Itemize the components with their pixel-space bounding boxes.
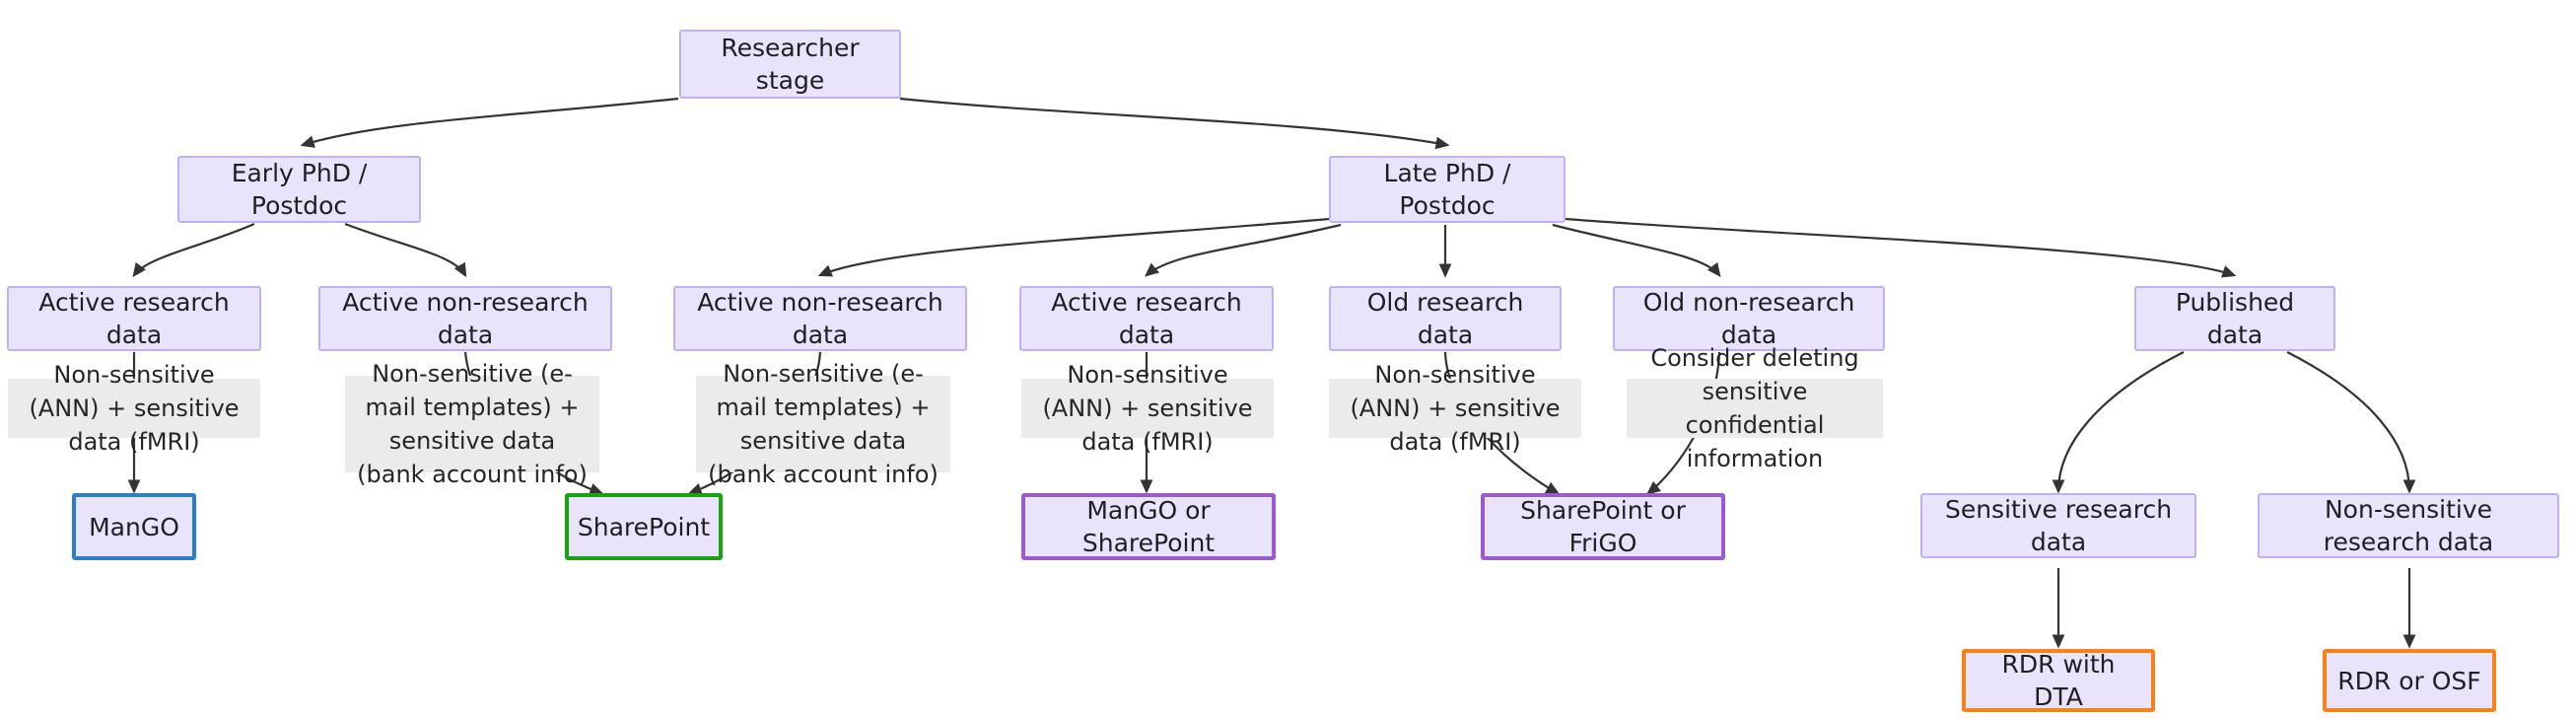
node-nonsensitive-research-data[interactable]: Non-sensitive research data [2258,493,2559,558]
node-published-data[interactable]: Published data [2134,286,2335,351]
node-old-nonresearch-data[interactable]: Old non-research data [1613,286,1885,351]
edge-label-email-bank-1: Non-sensitive (e-mail templates) + sensi… [345,360,599,488]
edge-root-to-early-phd [300,97,679,148]
edge-published-to-sensitive-research [2052,351,2185,494]
edge-label-text-ann-fmri-1: Non-sensitive (ANN) + sensitive data (fM… [29,360,240,457]
node-label-mango: ManGO [89,512,179,541]
node-label-rdr-or-osf: RDR or OSF [2337,666,2481,695]
node-researcher-stage[interactable]: Researcher stage [679,30,901,99]
node-label-early-phd-postdoc: Early PhD / Postdoc [231,159,368,220]
node-label-sharepoint: SharePoint [577,512,711,541]
edge-label-text-email-bank-1: Non-sensitive (e-mail templates) + sensi… [357,359,588,489]
edge-label-ann-fmri-1: Non-sensitive (ANN) + sensitive data (fM… [8,361,260,456]
edge-label-text-consider-delete: Consider deleting sensitive confidential… [1650,343,1859,473]
node-label-sensitive-research-data: Sensitive research data [1944,495,2173,556]
node-early-active-nonresearch-data[interactable]: Active non-research data [318,286,612,351]
edge-label-text-email-bank-2: Non-sensitive (e-mail templates) + sensi… [708,359,939,489]
node-late-active-research-data[interactable]: Active research data [1019,286,1274,351]
edge-late-phd-to-late-active-nonresearch [817,217,1330,277]
node-label-published-data: Published data [2175,288,2295,349]
node-label-early-active-nonresearch-data: Active non-research data [342,288,589,349]
edge-late-phd-to-late-active-research [1145,223,1342,277]
edge-label-consider-delete: Consider deleting sensitive confidential… [1627,344,1883,472]
node-label-late-active-nonresearch-data: Active non-research data [697,288,943,349]
node-mango[interactable]: ManGO [72,493,196,560]
node-sensitive-research-data[interactable]: Sensitive research data [1920,493,2196,558]
node-label-late-active-research-data: Active research data [1051,288,1242,349]
node-label-early-active-research-data: Active research data [38,288,230,349]
node-sharepoint[interactable]: SharePoint [565,493,723,560]
node-rdr-or-osf[interactable]: RDR or OSF [2323,649,2496,712]
node-late-phd-postdoc[interactable]: Late PhD / Postdoc [1329,156,1566,223]
node-rdr-with-dta[interactable]: RDR with DTA [1962,649,2155,712]
edge-early-phd-to-active-nonresearch [344,222,467,278]
node-sharepoint-or-frigo[interactable]: SharePoint or FriGO [1481,493,1725,560]
edge-label-ann-fmri-3: Non-sensitive (ANN) + sensitive data (fM… [1329,361,1581,456]
edge-label-email-bank-2: Non-sensitive (e-mail templates) + sensi… [696,360,950,488]
node-late-active-nonresearch-data[interactable]: Active non-research data [673,286,967,351]
edge-label-text-ann-fmri-3: Non-sensitive (ANN) + sensitive data (fM… [1350,360,1561,457]
node-early-phd-postdoc[interactable]: Early PhD / Postdoc [177,156,421,223]
edge-early-phd-to-active-research [132,222,255,278]
node-label-rdr-with-dta: RDR with DTA [2001,650,2116,711]
node-label-old-nonresearch-data: Old non-research data [1642,288,1855,349]
edge-label-text-ann-fmri-2: Non-sensitive (ANN) + sensitive data (fM… [1042,360,1253,457]
node-early-active-research-data[interactable]: Active research data [7,286,261,351]
node-label-sharepoint-or-frigo: SharePoint or FriGO [1520,496,1686,557]
node-label-late-phd-postdoc: Late PhD / Postdoc [1383,159,1511,220]
edge-label-ann-fmri-2: Non-sensitive (ANN) + sensitive data (fM… [1021,361,1274,456]
node-mango-or-sharepoint[interactable]: ManGO or SharePoint [1021,493,1276,560]
edge-late-phd-to-published [1565,217,2237,278]
edge-published-to-nonsensitive-research [2286,351,2416,494]
edge-root-to-late-phd [899,97,1450,150]
edge-late-phd-to-old-nonresearch [1552,223,1721,278]
node-old-research-data[interactable]: Old research data [1329,286,1562,351]
node-label-nonsensitive-research-data: Non-sensitive research data [2323,495,2494,556]
node-label-researcher-stage: Researcher stage [721,34,860,95]
node-label-mango-or-sharepoint: ManGO or SharePoint [1081,496,1216,557]
node-label-old-research-data: Old research data [1366,288,1524,349]
